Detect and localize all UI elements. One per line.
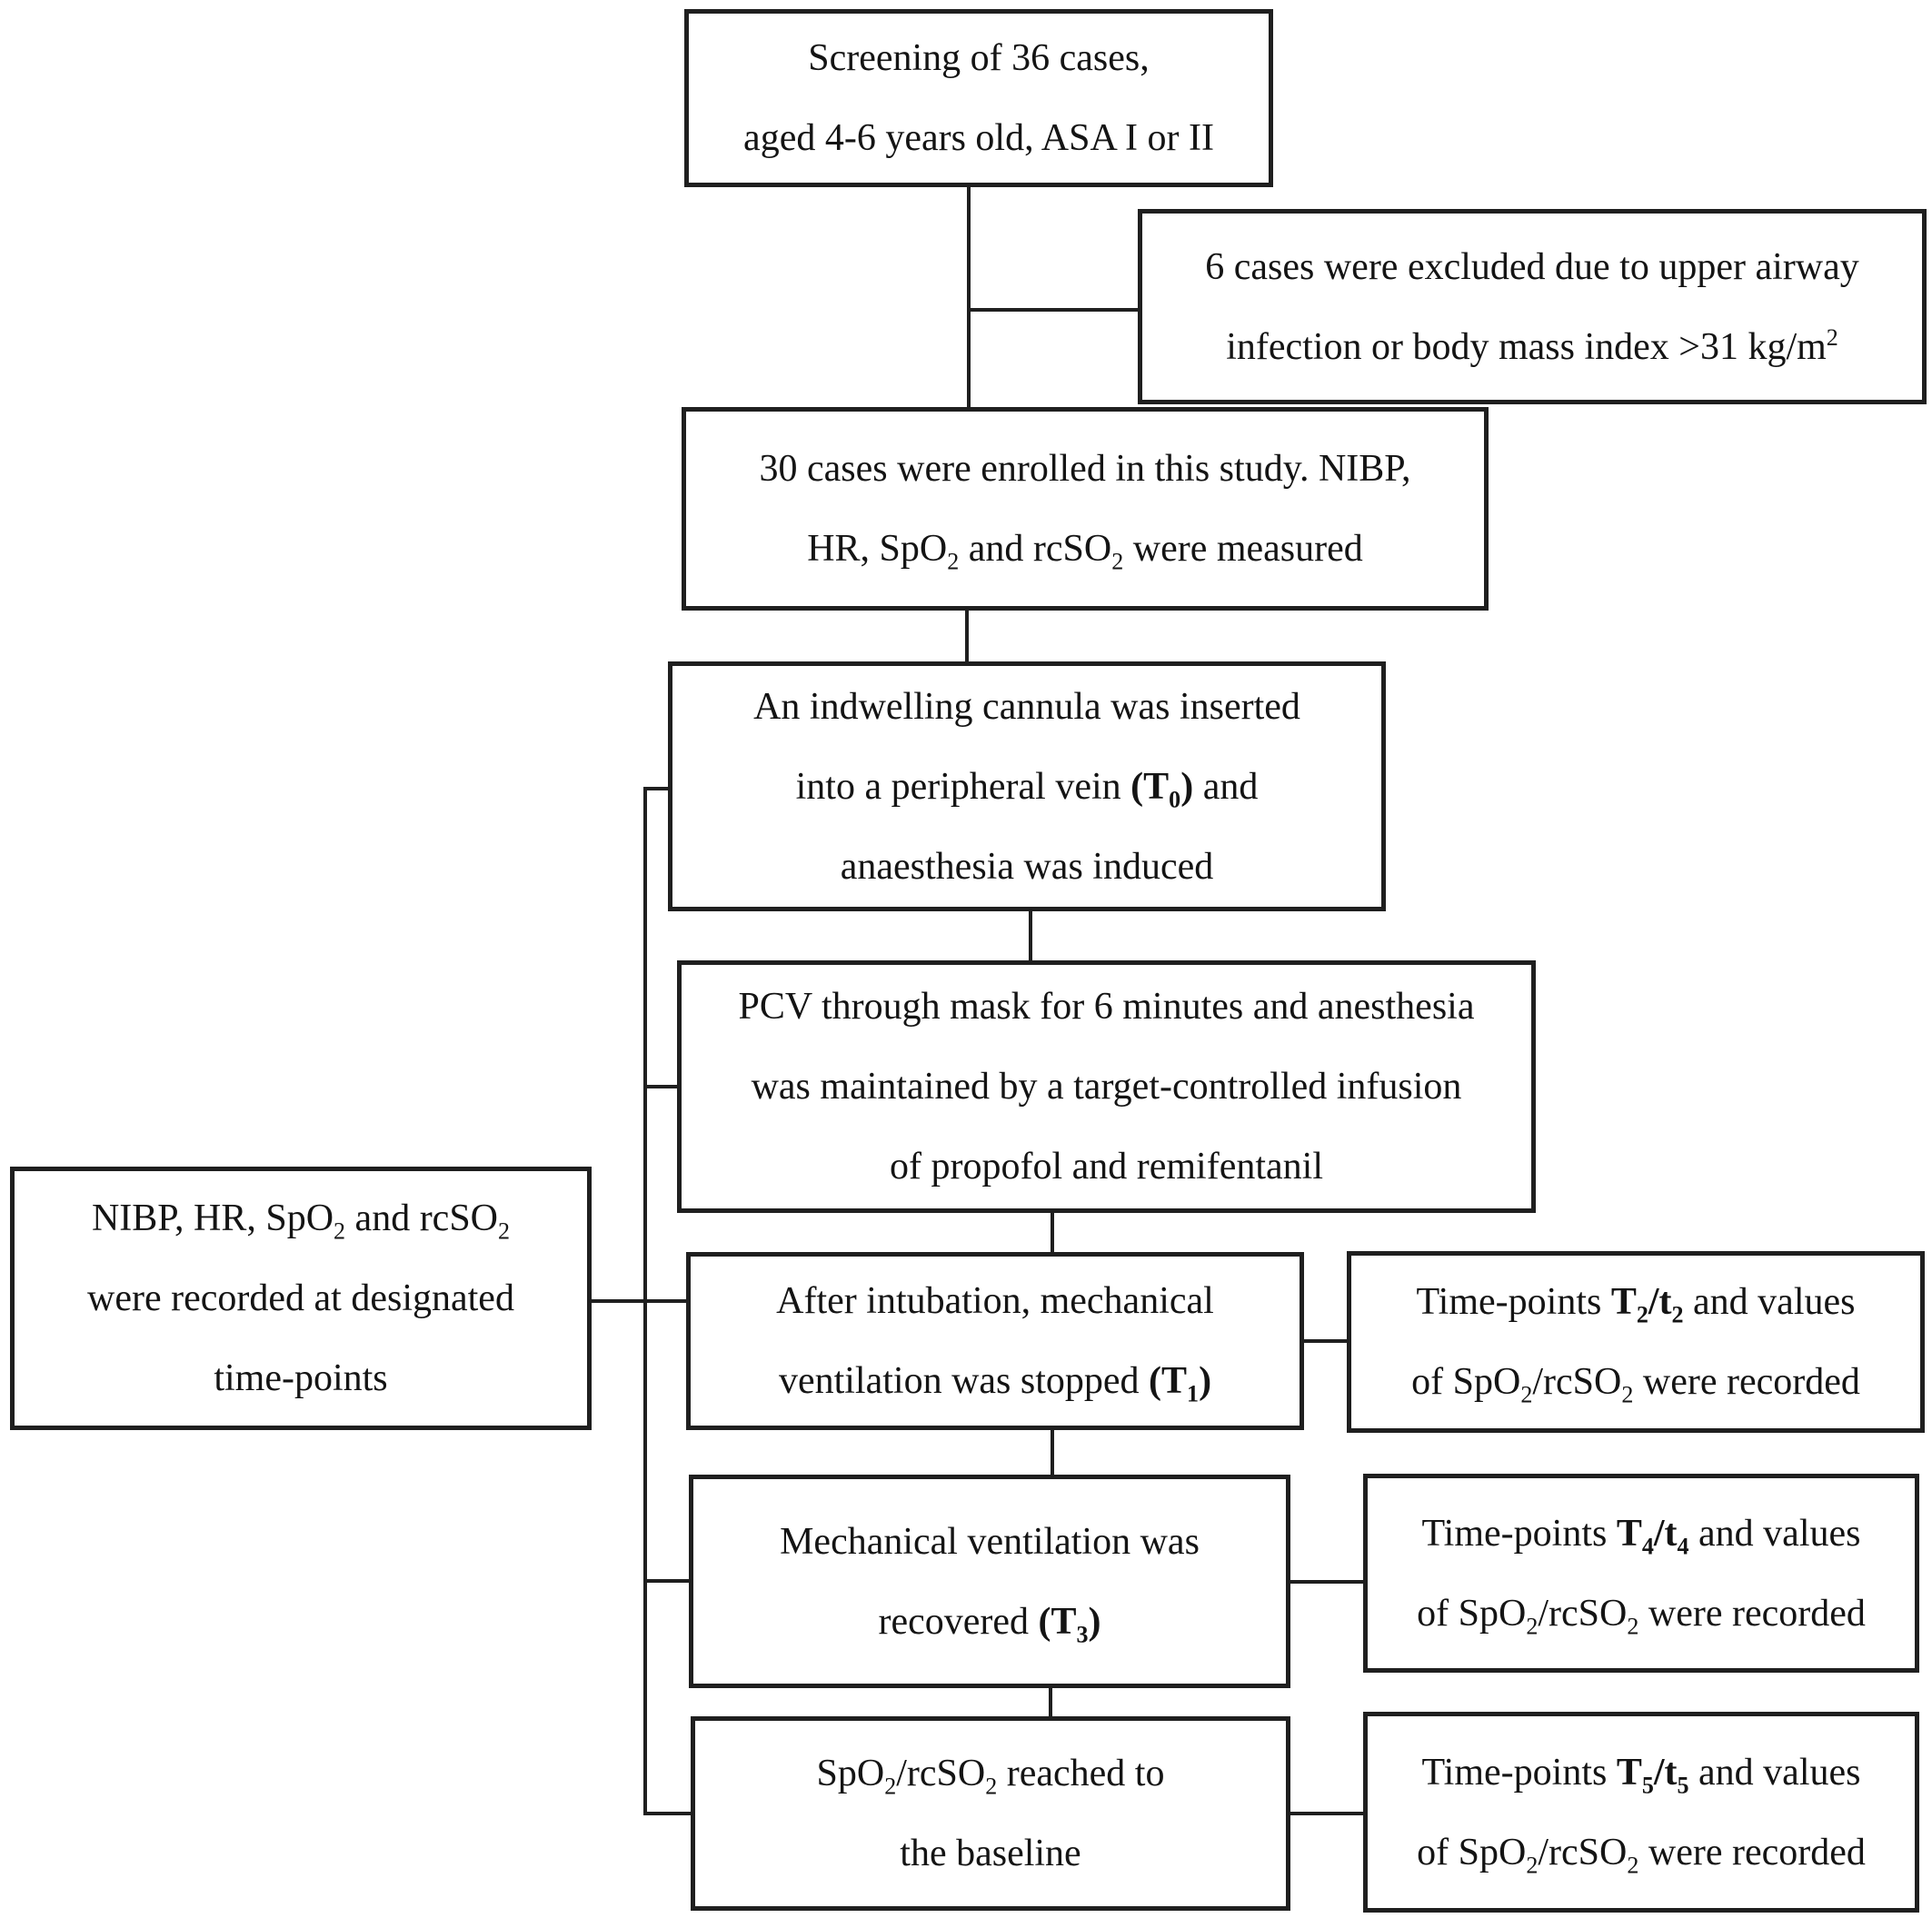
connector-spine-to-baseline [643, 1812, 693, 1815]
box-screening: Screening of 36 cases, aged 4-6 years old… [684, 9, 1273, 187]
connector-recovered-to-t4 [1290, 1580, 1363, 1584]
box-intubation-stop: After intubation, mechanical ventilation … [686, 1252, 1304, 1430]
box-enrolled-cases: 30 cases were enrolled in this study. NI… [682, 407, 1489, 611]
connector-spine-to-recovered [643, 1579, 692, 1583]
box-text-line: After intubation, mechanical [776, 1280, 1214, 1322]
connector-intubation-to-recovered [1051, 1430, 1054, 1475]
box-text-line: NIBP, HR, SpO2 and rcSO2 [91, 1198, 511, 1245]
box-text-line: Time-points T5/t5 and values [1421, 1751, 1861, 1798]
box-text-line: were recorded at designated [87, 1277, 514, 1319]
box-text-line: time-points [214, 1357, 388, 1399]
box-text-line: of propofol and remifentanil [889, 1146, 1323, 1188]
connector-to-excluded [967, 308, 1138, 312]
connector-enrolled-to-cannula [965, 611, 969, 661]
box-text-line: 30 cases were enrolled in this study. NI… [759, 448, 1411, 490]
box-text-line: Mechanical ventilation was [780, 1520, 1200, 1563]
connector-pcv-to-intubation [1051, 1213, 1054, 1252]
connector-cannula-to-pcv [1029, 911, 1032, 960]
connector-recovered-to-baseline [1049, 1688, 1052, 1716]
box-text-line: recovered (T3) [878, 1600, 1101, 1647]
box-text-line: was maintained by a target-controlled in… [751, 1066, 1462, 1108]
box-text-line: into a peripheral vein (T0) and [795, 765, 1259, 812]
box-text-line: of SpO2/rcSO2 were recorded [1417, 1831, 1866, 1878]
box-text-line: Time-points T4/t4 and values [1421, 1512, 1861, 1559]
box-text-line: anaesthesia was induced [840, 845, 1214, 888]
connector-screening-to-enrolled [967, 187, 971, 407]
box-text-line: PCV through mask for 6 minutes and anest… [738, 986, 1475, 1028]
box-text-line: aged 4-6 years old, ASA I or II [743, 117, 1214, 159]
box-text-line: 6 cases were excluded due to upper airwa… [1205, 245, 1859, 288]
box-ventilation-recovered: Mechanical ventilation was recovered (T3) [689, 1475, 1290, 1688]
connector-intubation-to-t2 [1304, 1339, 1347, 1343]
box-baseline-reached: SpO2/rcSO2 reached to the baseline [691, 1716, 1290, 1911]
box-text-line: infection or body mass index >31 kg/m2 [1226, 323, 1838, 368]
connector-spine-to-cannula [643, 787, 671, 790]
box-text-line: An indwelling cannula was inserted [753, 685, 1300, 728]
box-pcv-maintenance: PCV through mask for 6 minutes and anest… [677, 960, 1536, 1213]
box-timepoints-t4: Time-points T4/t4 and values of SpO2/rcSO… [1363, 1474, 1919, 1673]
box-text-line: the baseline [900, 1833, 1081, 1874]
box-timepoints-t2: Time-points T2/t2 and values of SpO2/rcSO… [1347, 1251, 1925, 1433]
box-text-line: of SpO2/rcSO2 were recorded [1411, 1361, 1860, 1408]
box-timepoints-t5: Time-points T5/t5 and values of SpO2/rcSO… [1363, 1712, 1919, 1913]
box-text-line: ventilation was stopped (T1) [778, 1360, 1212, 1407]
box-excluded-cases: 6 cases were excluded due to upper airwa… [1138, 209, 1927, 404]
box-text-line: HR, SpO2 and rcSO2 were measured [807, 528, 1363, 575]
box-text-line: of SpO2/rcSO2 were recorded [1417, 1592, 1866, 1639]
connector-spine-to-pcv [643, 1085, 680, 1088]
box-recorded-timepoints: NIBP, HR, SpO2 and rcSO2 were recorded at… [10, 1167, 592, 1430]
box-cannula-induction: An indwelling cannula was inserted into a… [668, 661, 1386, 911]
connector-recorded-to-intubation [592, 1299, 689, 1303]
box-text-line: SpO2/rcSO2 reached to [816, 1753, 1165, 1800]
box-text-line: Screening of 36 cases, [808, 37, 1150, 79]
connector-baseline-to-t5 [1290, 1812, 1363, 1815]
box-text-line: Time-points T2/t2 and values [1416, 1281, 1856, 1328]
